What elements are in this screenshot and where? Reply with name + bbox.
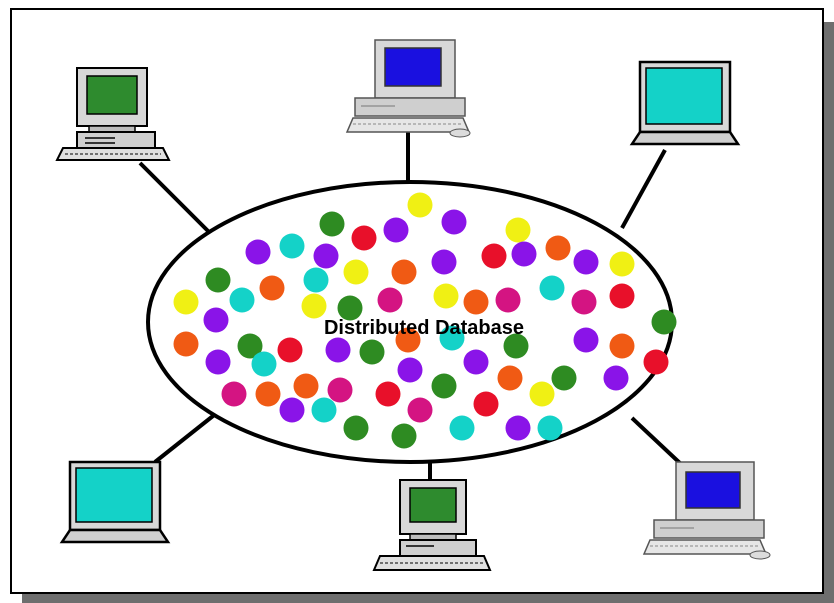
data-dot	[205, 349, 231, 375]
data-dot	[377, 287, 403, 313]
data-dot	[439, 325, 465, 351]
data-dot	[311, 397, 337, 423]
data-dot	[505, 415, 531, 441]
data-dot	[463, 289, 489, 315]
data-dot	[375, 381, 401, 407]
desktop-tower-computer	[55, 67, 171, 161]
data-dot	[433, 283, 459, 309]
data-dot	[279, 233, 305, 259]
data-dot	[431, 249, 457, 275]
connection-line	[620, 149, 667, 229]
laptop-computer	[629, 60, 741, 146]
data-dot	[609, 283, 635, 309]
data-dot	[539, 275, 565, 301]
data-dot	[551, 365, 577, 391]
data-dot	[651, 309, 677, 335]
data-dot	[441, 209, 467, 235]
data-dot	[537, 415, 563, 441]
connection-line	[138, 161, 217, 240]
data-dot	[205, 267, 231, 293]
data-dot	[609, 333, 635, 359]
data-dot	[407, 397, 433, 423]
connections	[138, 128, 684, 492]
data-dot	[293, 373, 319, 399]
monitor-screen	[86, 75, 138, 115]
data-dot	[383, 217, 409, 243]
data-dot	[571, 289, 597, 315]
data-dot	[609, 251, 635, 277]
data-dot	[497, 365, 523, 391]
desktop-tower-computer	[372, 479, 492, 571]
data-dot	[573, 327, 599, 353]
data-dot	[351, 225, 377, 251]
laptop-computer	[59, 460, 171, 544]
data-dots	[173, 192, 677, 449]
data-dot	[391, 259, 417, 285]
data-dot	[251, 351, 277, 377]
data-dot	[173, 289, 199, 315]
data-dot	[397, 357, 423, 383]
data-dot	[343, 415, 369, 441]
data-dot	[221, 381, 247, 407]
data-dot	[245, 239, 271, 265]
desktop-computer	[345, 39, 471, 138]
data-dot	[407, 192, 433, 218]
data-dot	[463, 349, 489, 375]
data-dot	[481, 243, 507, 269]
data-dot	[643, 349, 669, 375]
desktop-computer	[642, 461, 771, 560]
data-dot	[449, 415, 475, 441]
data-dot	[327, 377, 353, 403]
data-dot	[473, 391, 499, 417]
data-dot	[337, 295, 363, 321]
data-dot	[237, 333, 263, 359]
data-dot	[279, 397, 305, 423]
data-dot	[395, 327, 421, 353]
monitor-screen	[645, 67, 723, 125]
monitor-screen	[685, 471, 741, 509]
data-dot	[505, 217, 531, 243]
data-dot	[325, 337, 351, 363]
data-dot	[495, 287, 521, 313]
data-dot	[359, 339, 385, 365]
data-dot	[255, 381, 281, 407]
data-dot	[173, 331, 199, 357]
data-dot	[503, 333, 529, 359]
data-dot	[343, 259, 369, 285]
data-dot	[313, 243, 339, 269]
data-dot	[545, 235, 571, 261]
connection-line	[630, 416, 684, 467]
data-dot	[573, 249, 599, 275]
data-dot	[319, 211, 345, 237]
data-dot	[391, 423, 417, 449]
data-dot	[301, 293, 327, 319]
data-dot	[277, 337, 303, 363]
monitor-screen	[75, 467, 153, 523]
data-dot	[603, 365, 629, 391]
data-dot	[511, 241, 537, 267]
data-dot	[303, 267, 329, 293]
connection-line	[153, 410, 220, 464]
monitor-screen	[384, 47, 442, 87]
data-dot	[259, 275, 285, 301]
data-dot	[229, 287, 255, 313]
data-dot	[431, 373, 457, 399]
data-dot	[203, 307, 229, 333]
monitor-screen	[409, 487, 457, 523]
data-dot	[529, 381, 555, 407]
hub-label: Distributed Database	[324, 317, 524, 339]
